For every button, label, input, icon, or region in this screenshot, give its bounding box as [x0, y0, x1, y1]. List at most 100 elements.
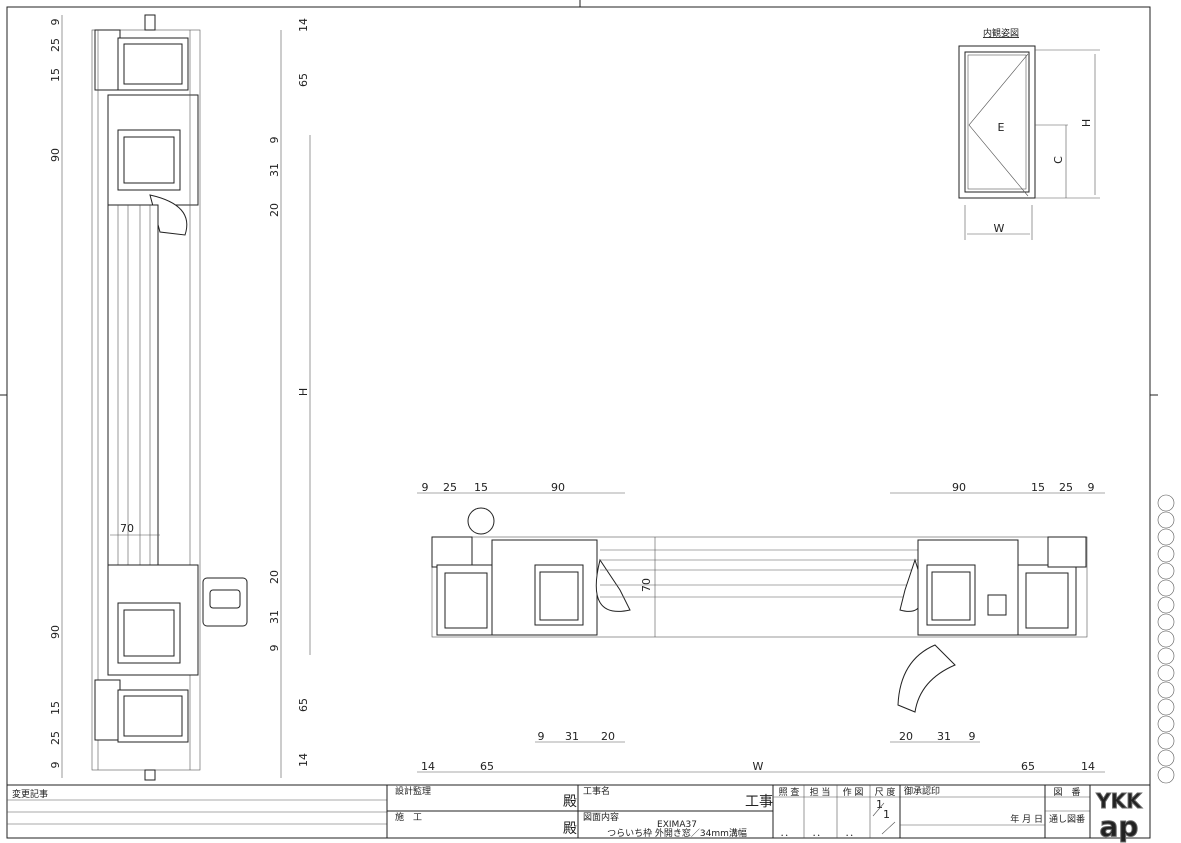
sash-label: E	[998, 121, 1005, 134]
dim-label: 15	[1031, 481, 1045, 494]
dim-label: 31	[268, 610, 281, 624]
dim-label: 90	[551, 481, 565, 494]
glass-dim-label: 70	[120, 522, 134, 535]
revision-circle	[1157, 596, 1175, 614]
revision-circle	[1157, 511, 1175, 529]
revision-circle	[1157, 545, 1175, 563]
dim-label: 9	[422, 481, 429, 494]
date-label: 年 月 日	[1010, 813, 1043, 825]
dim-label: 9	[49, 762, 62, 769]
dim-label: 20	[268, 203, 281, 217]
dim-label: 9	[268, 645, 281, 652]
drawn-dots: ．．	[845, 829, 859, 839]
revision-circle	[1157, 766, 1175, 784]
svg-text:ap: ap	[1100, 810, 1139, 843]
scale-label: 尺 度	[875, 786, 896, 798]
vertical-left-dimensions: 9 25 15 90 90 15 25 9	[49, 19, 62, 769]
dim-label: W	[753, 760, 764, 773]
honorific: 殿	[563, 794, 577, 810]
dim-label: 20	[899, 730, 913, 743]
dim-label: 15	[474, 481, 488, 494]
dim-label: 15	[49, 701, 62, 715]
revision-circle	[1157, 562, 1175, 580]
dim-label: 31	[268, 163, 281, 177]
glass-dim-label: 70	[640, 578, 653, 592]
revision-circle	[1157, 732, 1175, 750]
revision-circles	[1157, 494, 1175, 784]
serial-no-label: 通し図番	[1049, 813, 1085, 825]
dim-label: 9	[538, 730, 545, 743]
scale-numerator: 1	[876, 798, 883, 811]
check-label: 照 査	[779, 786, 800, 798]
revision-circle	[1157, 630, 1175, 648]
dim-label: 25	[1059, 481, 1073, 494]
dim-label: 65	[1021, 760, 1035, 773]
dim-label: 9	[1088, 481, 1095, 494]
handle-height-label: C	[1052, 156, 1065, 164]
dim-label: 90	[952, 481, 966, 494]
dim-label: 65	[297, 698, 310, 712]
dim-label: 25	[49, 731, 62, 745]
revision-circle	[1157, 647, 1175, 665]
dim-label: 20	[601, 730, 615, 743]
dim-label: 90	[49, 625, 62, 639]
supervisor-label: 設計監理	[395, 785, 431, 797]
horizontal-top-dimensions: 9 25 15 90 90 15 25 9	[422, 481, 1095, 494]
lever-icon	[897, 644, 956, 713]
dim-label: 20	[268, 570, 281, 584]
revision-circle	[1157, 681, 1175, 699]
elevation-title: 内観姿図	[983, 27, 1019, 39]
approval-label: 御承認印	[904, 785, 940, 797]
dim-label: 65	[480, 760, 494, 773]
revision-circle	[1157, 715, 1175, 733]
interior-elevation: 内観姿図 E H C W	[958, 27, 1100, 240]
project-label: 工事名	[583, 785, 610, 797]
dim-label: 14	[297, 753, 310, 767]
scale-denominator: 1	[883, 808, 890, 821]
knob-icon	[467, 507, 495, 535]
horizontal-section: 70	[431, 507, 1088, 713]
dim-label: 31	[937, 730, 951, 743]
height-label: H	[1080, 119, 1093, 127]
dim-label: 65	[297, 73, 310, 87]
revision-circle	[1157, 579, 1175, 597]
dim-label: 25	[443, 481, 457, 494]
dim-label: 31	[565, 730, 579, 743]
drawn-label: 作 図	[843, 786, 864, 798]
dim-label: 9	[969, 730, 976, 743]
dim-label: 9	[49, 19, 62, 26]
dim-label: 14	[1081, 760, 1095, 773]
dim-label: 14	[421, 760, 435, 773]
dim-label: 15	[49, 68, 62, 82]
project-suffix: 工事	[745, 794, 773, 810]
revision-circle	[1157, 664, 1175, 682]
charge-dots: ．．	[812, 829, 826, 839]
dim-label: 90	[49, 148, 62, 162]
dim-label: H	[297, 388, 310, 396]
revision-label: 変更記事	[12, 788, 48, 800]
revision-circle	[1157, 613, 1175, 631]
horizontal-bottom-dimensions: 9 31 20 20 31 9 14 65 W 65 14	[421, 730, 1095, 773]
revision-circle	[1157, 749, 1175, 767]
honorific: 殿	[563, 821, 577, 837]
content-label: 図面内容	[583, 811, 619, 823]
ykk-ap-logo: YKK ap	[1095, 789, 1144, 843]
product-name: EXIMA37	[657, 820, 697, 830]
drawing-description: つらいち枠 外開き窓／34mm溝幅	[607, 827, 747, 839]
drawing-no-label: 図 番	[1053, 786, 1080, 798]
revision-circle	[1157, 528, 1175, 546]
width-label: W	[994, 222, 1005, 235]
dim-label: 9	[268, 137, 281, 144]
vertical-right-dimensions: 14 65 9 31 20 H 20 31 9 65 14	[268, 18, 310, 767]
title-block: 変更記事 設計監理 施 工 殿 殿 工事名 工事 図面内容 EXIMA37 つら…	[6, 784, 1151, 843]
svg-text:YKK: YKK	[1095, 789, 1143, 813]
revision-circle	[1157, 698, 1175, 716]
dim-label: 14	[297, 18, 310, 32]
contractor-label: 施 工	[395, 811, 422, 823]
dim-label: 25	[49, 38, 62, 52]
vertical-section	[91, 14, 248, 781]
revision-circle	[1157, 494, 1175, 512]
check-dots: ．．	[780, 829, 794, 839]
